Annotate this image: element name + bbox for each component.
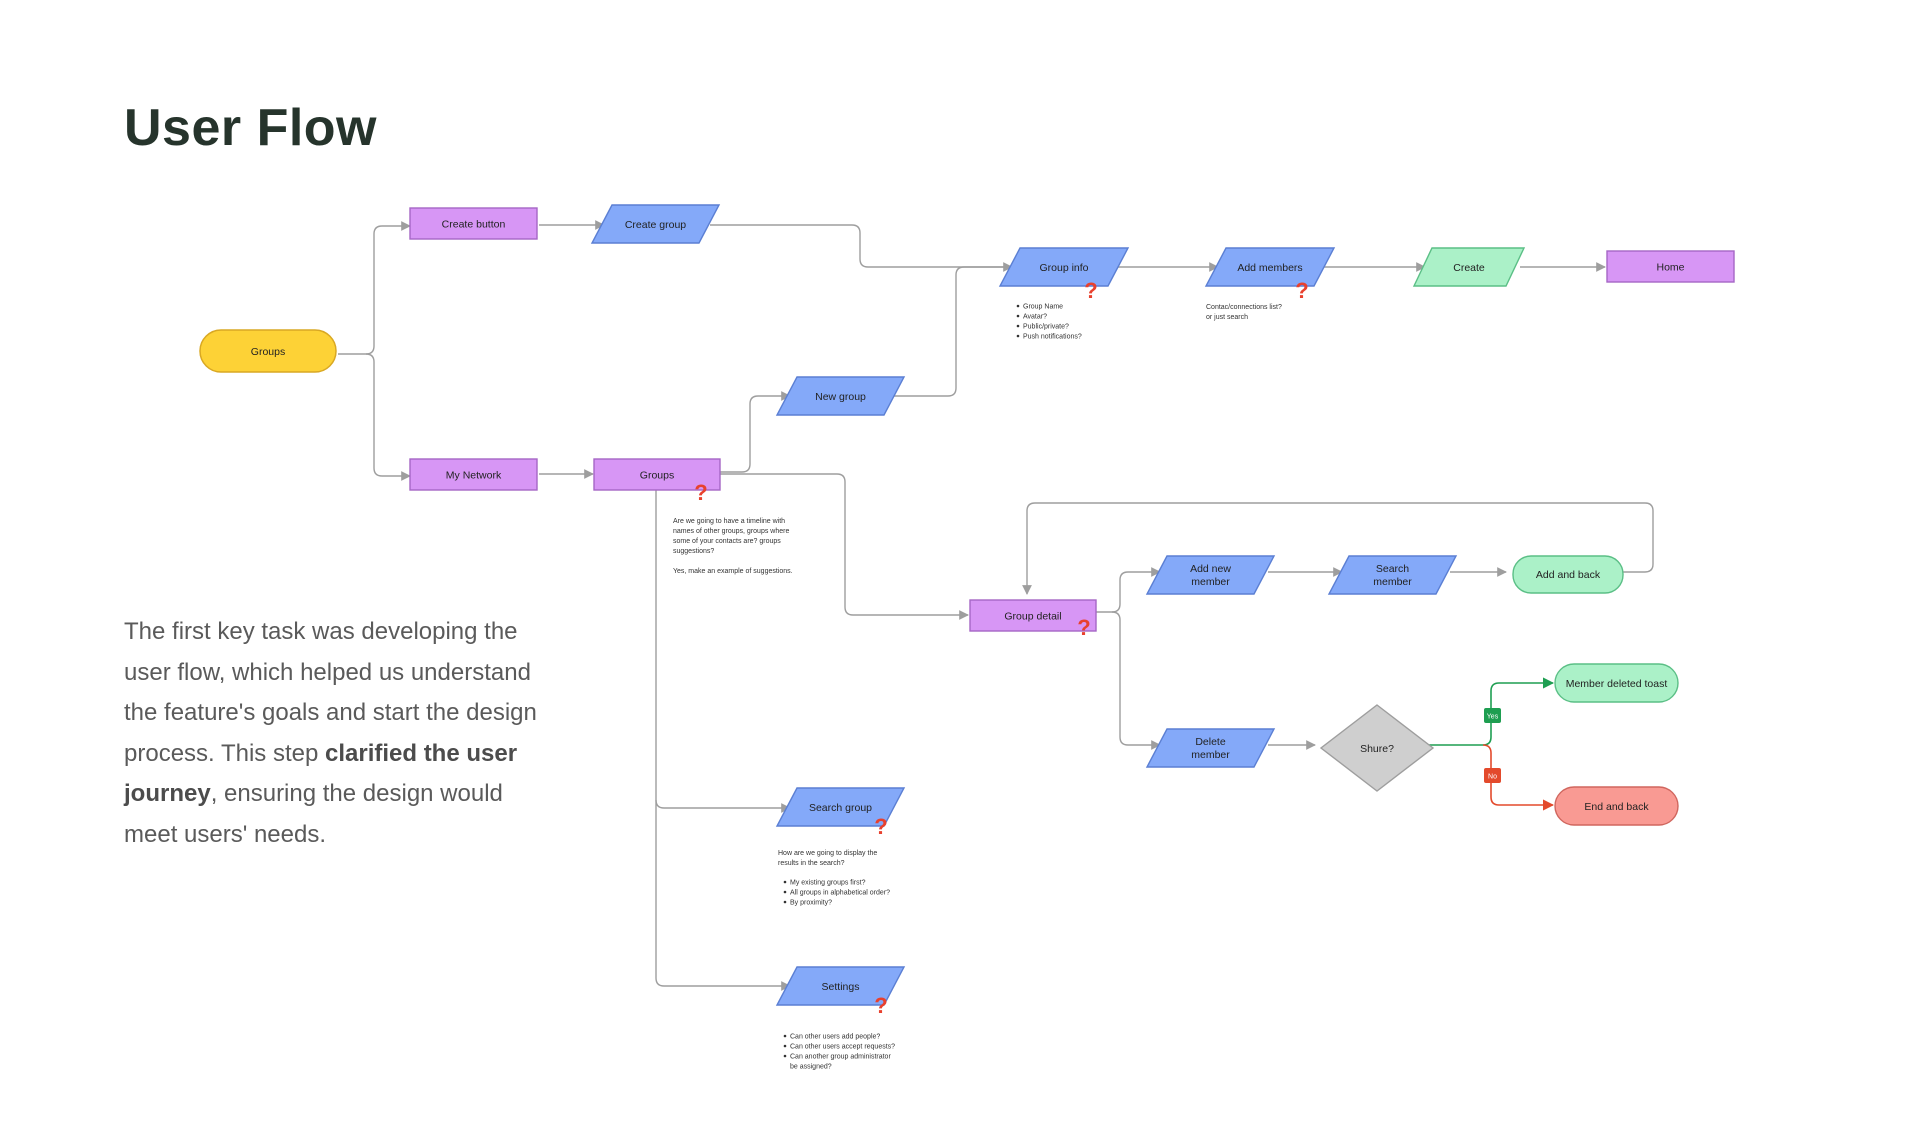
svg-text:member: member <box>1373 576 1412 588</box>
svg-text:Public/private?: Public/private? <box>1023 324 1069 331</box>
svg-text:results in the search?: results in the search? <box>778 860 845 867</box>
svg-text:Add and back: Add and back <box>1536 569 1601 581</box>
question-mark-icon: ? <box>874 993 887 1018</box>
svg-text:Groups: Groups <box>640 470 674 482</box>
connector-no-branch <box>1482 744 1555 811</box>
svg-text:Search: Search <box>1376 563 1409 575</box>
svg-text:Create: Create <box>1453 262 1485 274</box>
description-emphasis: clarified the user journey <box>124 739 518 808</box>
connector-add-and-back-loop <box>1022 502 1654 595</box>
node-groups-start[interactable]: Groups <box>199 329 337 373</box>
svg-text:New group: New group <box>815 391 866 403</box>
yes-tag: Yes <box>1484 708 1501 723</box>
svg-text:Search group: Search group <box>809 802 872 814</box>
svg-text:member: member <box>1191 576 1230 588</box>
svg-text:Yes: Yes <box>1487 714 1499 721</box>
node-groups[interactable]: Groups ? <box>593 458 721 505</box>
svg-text:Shure?: Shure? <box>1360 743 1394 755</box>
node-search-group[interactable]: Search group ? <box>775 787 906 839</box>
description-part-1: The first key task was developing the us… <box>124 618 537 767</box>
svg-text:By proximity?: By proximity? <box>790 900 832 907</box>
svg-text:How are we going to display th: How are we going to display the <box>778 850 877 857</box>
svg-text:Avatar?: Avatar? <box>1023 314 1047 321</box>
node-home[interactable]: Home <box>1606 250 1735 283</box>
svg-text:All groups in alphabetical ord: All groups in alphabetical order? <box>790 890 890 897</box>
connector-groups-to-new-group <box>720 391 791 473</box>
svg-text:Can other users accept request: Can other users accept requests? <box>790 1044 895 1051</box>
svg-text:Add members: Add members <box>1237 262 1302 274</box>
node-shure-decision[interactable]: Shure? <box>1319 704 1435 792</box>
page-title: User Flow <box>124 99 377 157</box>
svg-text:Can another group administrato: Can another group administrator <box>790 1054 891 1061</box>
svg-text:Settings: Settings <box>822 981 860 993</box>
no-tag: No <box>1484 768 1501 783</box>
svg-text:or just search: or just search <box>1206 314 1248 321</box>
question-mark-icon: ? <box>1295 278 1308 303</box>
svg-text:Group Name: Group Name <box>1023 304 1063 311</box>
svg-text:Create button: Create button <box>442 219 506 231</box>
node-settings[interactable]: Settings ? <box>775 966 906 1018</box>
node-group-info[interactable]: Group info ? <box>998 247 1130 303</box>
svg-text:Add new: Add new <box>1190 563 1231 575</box>
svg-text:suggestions?: suggestions? <box>673 548 714 555</box>
question-mark-icon: ? <box>1084 278 1097 303</box>
connector-group-detail-to-add-new-member <box>1092 567 1161 613</box>
note-groups: Are we going to have a timeline with nam… <box>673 518 793 575</box>
connector-groups-to-settings <box>655 800 791 991</box>
note-search-group: How are we going to display the results … <box>778 850 890 907</box>
svg-text:Create group: Create group <box>625 219 686 231</box>
node-end-and-back[interactable]: End and back <box>1554 786 1679 826</box>
question-mark-icon: ? <box>1077 615 1090 640</box>
connectors <box>338 220 1654 991</box>
svg-text:Member deleted toast: Member deleted toast <box>1566 678 1668 690</box>
node-delete-member[interactable]: Delete member <box>1145 728 1276 768</box>
note-group-info: Group Name Avatar? Public/private? Push … <box>1016 304 1082 341</box>
node-search-member[interactable]: Search member <box>1327 555 1458 595</box>
connector-new-group-to-group-info <box>890 266 1012 397</box>
connector-group-detail-to-delete-member <box>1111 611 1161 750</box>
svg-text:End and back: End and back <box>1584 801 1649 813</box>
description-part-2: , ensuring the design would meet users' … <box>124 780 503 848</box>
svg-text:be assigned?: be assigned? <box>790 1064 832 1071</box>
connector-groups-to-group-detail <box>720 473 969 620</box>
svg-text:Are we going to have a timelin: Are we going to have a timeline with <box>673 518 785 525</box>
node-create-group[interactable]: Create group <box>590 204 721 244</box>
node-create[interactable]: Create <box>1412 247 1526 287</box>
description-text: The first key task was developing the us… <box>124 612 554 855</box>
connector-start-to-my-network <box>365 353 411 481</box>
svg-text:member: member <box>1191 749 1230 761</box>
svg-text:No: No <box>1488 774 1497 781</box>
svg-text:Can other users add people?: Can other users add people? <box>790 1034 880 1041</box>
node-add-new-member[interactable]: Add new member <box>1145 555 1276 595</box>
svg-text:My existing groups first?: My existing groups first? <box>790 880 866 887</box>
node-member-deleted-toast[interactable]: Member deleted toast <box>1554 663 1679 703</box>
svg-text:Yes, make an example of sugges: Yes, make an example of suggestions. <box>673 568 793 575</box>
question-mark-icon: ? <box>874 814 887 839</box>
connector-start-to-create-button <box>338 221 411 355</box>
node-create-button[interactable]: Create button <box>409 207 538 240</box>
svg-text:Groups: Groups <box>251 346 285 358</box>
svg-text:Group info: Group info <box>1039 262 1088 274</box>
node-add-members[interactable]: Add members ? <box>1204 247 1336 303</box>
node-group-detail[interactable]: Group detail ? <box>969 599 1097 640</box>
svg-text:Contac/connections list?: Contac/connections list? <box>1206 304 1282 311</box>
svg-text:My Network: My Network <box>446 470 502 482</box>
svg-text:Home: Home <box>1656 262 1684 274</box>
node-my-network[interactable]: My Network <box>409 458 538 491</box>
note-settings: Can other users add people? Can other us… <box>783 1034 895 1071</box>
node-add-and-back[interactable]: Add and back <box>1512 555 1624 594</box>
node-new-group[interactable]: New group <box>775 376 906 416</box>
svg-text:Group detail: Group detail <box>1004 611 1061 623</box>
svg-text:some of your contacts are? gro: some of your contacts are? groups <box>673 538 781 545</box>
question-mark-icon: ? <box>694 480 707 505</box>
connector-create-group-to-group-info <box>710 224 1013 272</box>
svg-text:Push notifications?: Push notifications? <box>1023 334 1082 341</box>
note-add-members: Contac/connections list? or just search <box>1206 304 1282 321</box>
svg-text:names of other groups, groups: names of other groups, groups where <box>673 528 789 535</box>
svg-text:Delete: Delete <box>1195 736 1226 748</box>
